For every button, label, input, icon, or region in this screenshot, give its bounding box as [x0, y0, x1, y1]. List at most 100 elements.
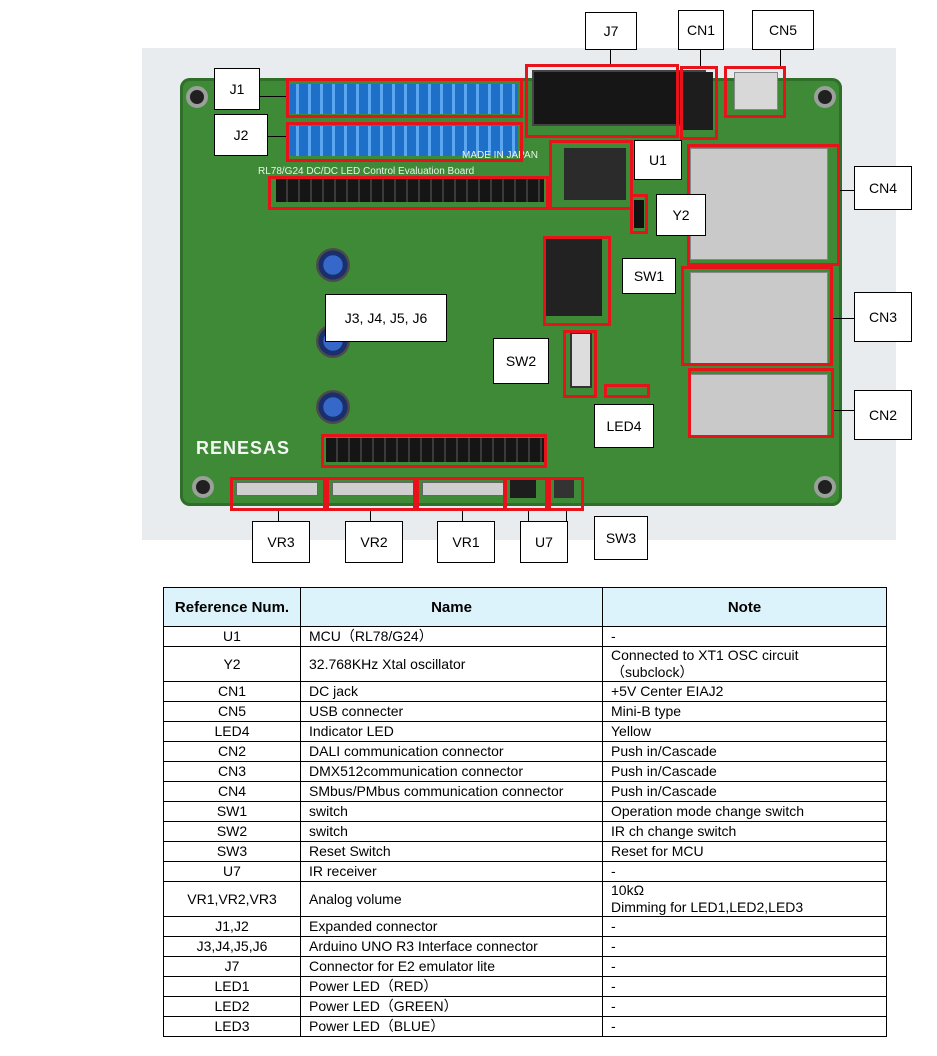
- mounting-hole: [814, 476, 836, 498]
- cell-reference-num: Y2: [163, 646, 301, 682]
- note-line: （subclock）: [611, 664, 694, 680]
- cell-note: +5V Center EIAJ2: [602, 681, 887, 702]
- callout-sw3: SW3: [594, 516, 648, 560]
- crystal-body: [634, 200, 644, 228]
- cell-name: Reset Switch: [300, 841, 603, 862]
- cell-reference-num: CN5: [163, 701, 301, 722]
- cell-reference-num: J3,J4,J5,J6: [163, 936, 301, 957]
- callout-cn3: CN3: [854, 292, 912, 342]
- callout-cn2: CN2: [854, 390, 912, 440]
- cell-name: Power LED（GREEN）: [300, 996, 603, 1017]
- highlight-j2: [286, 122, 523, 162]
- highlight-vr3: [230, 477, 326, 511]
- leader-line: [566, 511, 567, 521]
- leader-line: [834, 410, 854, 411]
- callout-j3-j6: J3, J4, J5, J6: [325, 294, 447, 342]
- cell-note: Push in/Cascade: [602, 761, 887, 782]
- callout-cn5: CN5: [752, 10, 814, 50]
- terminal-block-cn3: [690, 272, 828, 364]
- highlight-cn1: [680, 66, 718, 140]
- cell-note: Push in/Cascade: [602, 741, 887, 762]
- highlight-vr2: [326, 477, 416, 511]
- highlight-cn5: [724, 66, 786, 118]
- cell-reference-num: CN1: [163, 681, 301, 702]
- cell-note: IR ch change switch: [602, 821, 887, 842]
- callout-cn1: CN1: [678, 10, 724, 50]
- cell-reference-num: LED3: [163, 1016, 301, 1037]
- board-title-silk: RL78/G24 DC/DC LED Control Evaluation Bo…: [258, 166, 475, 177]
- highlight-sw1: [543, 236, 611, 326]
- dc-jack-body: [683, 72, 713, 130]
- cell-name: DMX512communication connector: [300, 761, 603, 782]
- cell-reference-num: U7: [163, 861, 301, 882]
- terminal-block-cn2: [690, 374, 828, 436]
- long-header: [276, 178, 544, 202]
- callout-u1: U1: [634, 140, 682, 180]
- cell-name: Analog volume: [300, 881, 603, 917]
- cell-note: -: [602, 956, 887, 977]
- highlight-vr1: [416, 477, 506, 511]
- cell-reference-num: CN3: [163, 761, 301, 782]
- pcb-board: RENESAS RL78/G24 DC/DC LED Control Evalu…: [180, 70, 842, 506]
- made-in-silk: MADE IN JAPAN: [462, 150, 538, 161]
- cell-reference-num: J7: [163, 956, 301, 977]
- mounting-hole: [192, 476, 214, 498]
- cell-reference-num: VR1,VR2,VR3: [163, 881, 301, 917]
- pin-header-j1: [290, 84, 518, 114]
- reset-button: [554, 480, 574, 498]
- cell-reference-num: SW1: [163, 801, 301, 822]
- mounting-hole: [186, 86, 208, 108]
- cell-reference-num: SW3: [163, 841, 301, 862]
- inductor: [316, 248, 350, 282]
- cell-name: SMbus/PMbus communication connector: [300, 781, 603, 802]
- cell-name: 32.768KHz Xtal oscillator: [300, 646, 603, 682]
- highlight-sw2: [563, 330, 597, 398]
- header-reference-num: Reference Num.: [163, 587, 301, 627]
- cell-reference-num: CN2: [163, 741, 301, 762]
- terminal-block-cn4: [690, 148, 828, 260]
- cell-reference-num: U1: [163, 626, 301, 647]
- dip-switch: [546, 238, 602, 316]
- highlight-sw3: [548, 477, 584, 511]
- highlight-j7: [525, 64, 679, 138]
- leader-line: [278, 511, 279, 521]
- callout-j7: J7: [585, 12, 637, 50]
- cell-note: -: [602, 976, 887, 997]
- leader-line: [840, 190, 854, 191]
- callout-sw1: SW1: [622, 258, 676, 294]
- cell-note: Push in/Cascade: [602, 781, 887, 802]
- cell-name: DALI communication connector: [300, 741, 603, 762]
- renesas-logo: RENESAS: [196, 438, 291, 458]
- cell-name: DC jack: [300, 681, 603, 702]
- cell-name: switch: [300, 821, 603, 842]
- leader-line: [268, 136, 286, 137]
- cell-reference-num: LED4: [163, 721, 301, 742]
- cell-reference-num: LED1: [163, 976, 301, 997]
- leader-line: [462, 511, 463, 521]
- cell-note: -: [602, 996, 887, 1017]
- cell-reference-num: J1,J2: [163, 916, 301, 937]
- note-line: 10kΩ: [611, 882, 645, 898]
- mounting-hole: [814, 86, 836, 108]
- cell-name: Power LED（BLUE）: [300, 1016, 603, 1037]
- leader-line: [610, 50, 611, 64]
- cell-note: Connected to XT1 OSC circuit（subclock）: [602, 646, 887, 682]
- leader-line: [370, 511, 371, 521]
- callout-led4: LED4: [594, 404, 654, 448]
- cell-name: Power LED（RED）: [300, 976, 603, 997]
- highlight-arduino-headers: [321, 434, 547, 468]
- cell-name: USB connecter: [300, 701, 603, 722]
- cell-note: -: [602, 1016, 887, 1037]
